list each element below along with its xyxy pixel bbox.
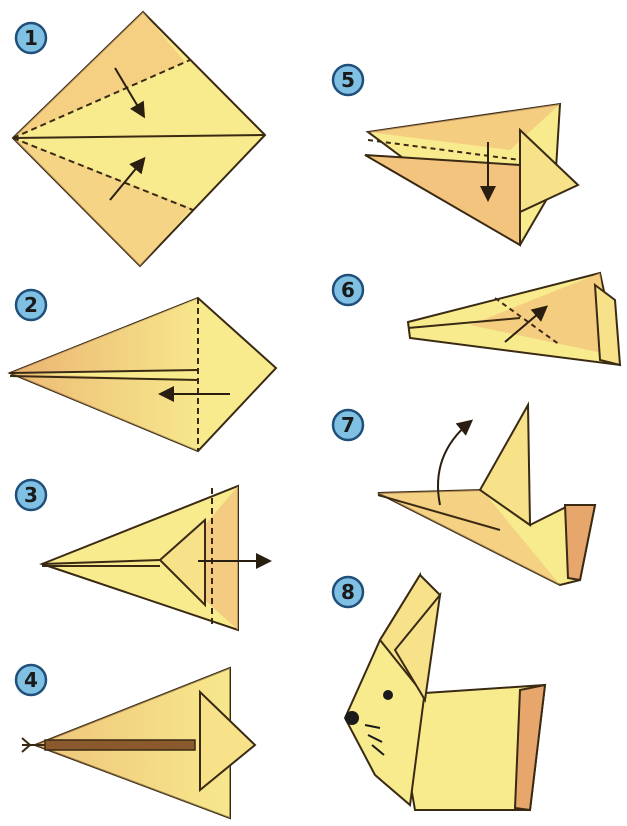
rabbit-nose <box>345 711 359 725</box>
step-number: 1 <box>24 26 38 50</box>
flattened-body-icon <box>408 273 620 365</box>
step-badge-8: 8 <box>333 577 363 607</box>
step-6: 6 <box>333 273 620 365</box>
kite-fold-icon <box>10 298 276 451</box>
step-badge-3: 3 <box>16 480 46 510</box>
step-2: 2 <box>10 290 276 451</box>
step-badge-7: 7 <box>333 410 363 440</box>
step-number: 7 <box>341 413 355 437</box>
kite-tip-folded-icon <box>42 486 268 630</box>
step-1: 1 <box>13 12 265 266</box>
split-tail-fold-icon <box>365 104 578 245</box>
step-badge-2: 2 <box>16 290 46 320</box>
step-8: 8 <box>333 575 545 810</box>
rabbit-eye <box>383 690 393 700</box>
step-number: 3 <box>24 483 38 507</box>
step-5: 5 <box>333 65 578 245</box>
step-7: 7 <box>333 405 595 585</box>
ears-raised-icon <box>378 405 595 585</box>
step-number: 4 <box>24 668 38 692</box>
step-badge-6: 6 <box>333 275 363 305</box>
step-badge-4: 4 <box>16 665 46 695</box>
narrow-kite-icon <box>22 668 255 818</box>
step-badge-1: 1 <box>16 23 46 53</box>
step-number: 6 <box>341 278 355 302</box>
step-badge-5: 5 <box>333 65 363 95</box>
origami-rabbit-icon <box>345 575 545 810</box>
step-number: 8 <box>341 580 355 604</box>
step-4: 4 <box>16 665 255 818</box>
step-3: 3 <box>16 480 268 630</box>
step-number: 2 <box>24 293 38 317</box>
step-number: 5 <box>341 68 355 92</box>
square-diamond-fold-icon <box>13 12 265 266</box>
